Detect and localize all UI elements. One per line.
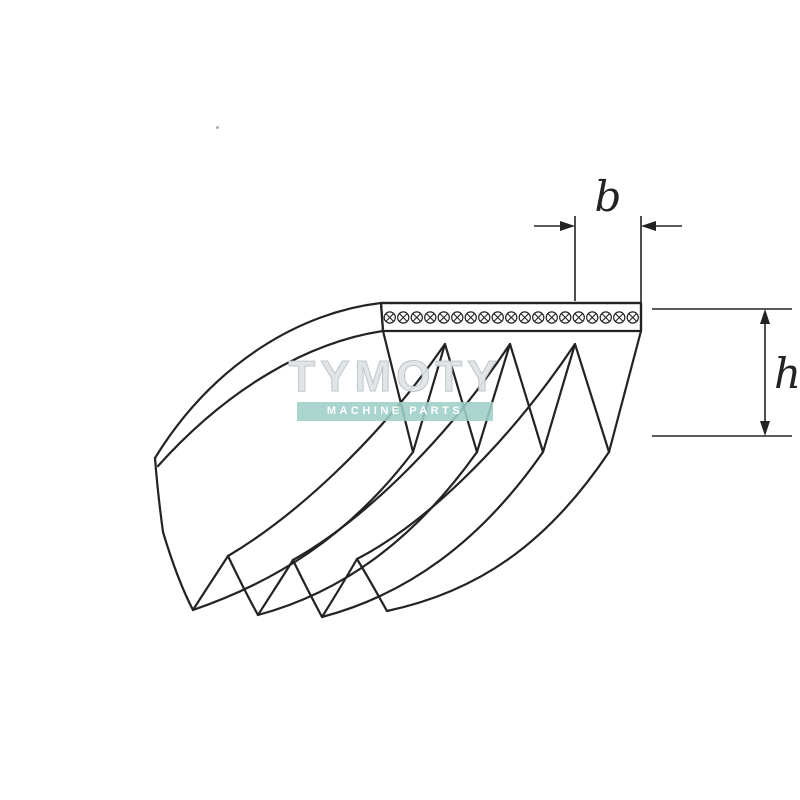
belt-back-inner-curve (156, 329, 385, 468)
belt-far-end-left-edge (161, 530, 195, 612)
dimension-b-arrow-right-tip (560, 221, 575, 231)
belt-cord-band (379, 301, 643, 333)
belt-far-end-rib-zigzag (191, 554, 389, 619)
dimension-h-arrow-up-tip (760, 309, 770, 324)
artifact-dot (216, 126, 219, 129)
belt-groove-valley-lines (226, 342, 577, 562)
belt-line-art (153, 301, 643, 619)
dimension-h-label: h (774, 349, 800, 398)
dimension-h-arrow-down-tip (760, 421, 770, 436)
dimension-b: b (534, 172, 682, 302)
belt-back-outer-curve (153, 301, 383, 460)
belt-rib-ridge-lines (191, 450, 611, 619)
belt-far-end-top-edge (153, 456, 165, 534)
dimension-h: h (652, 308, 800, 437)
dimension-b-arrow-left-tip (641, 221, 656, 231)
dimension-b-label: b (595, 172, 622, 221)
